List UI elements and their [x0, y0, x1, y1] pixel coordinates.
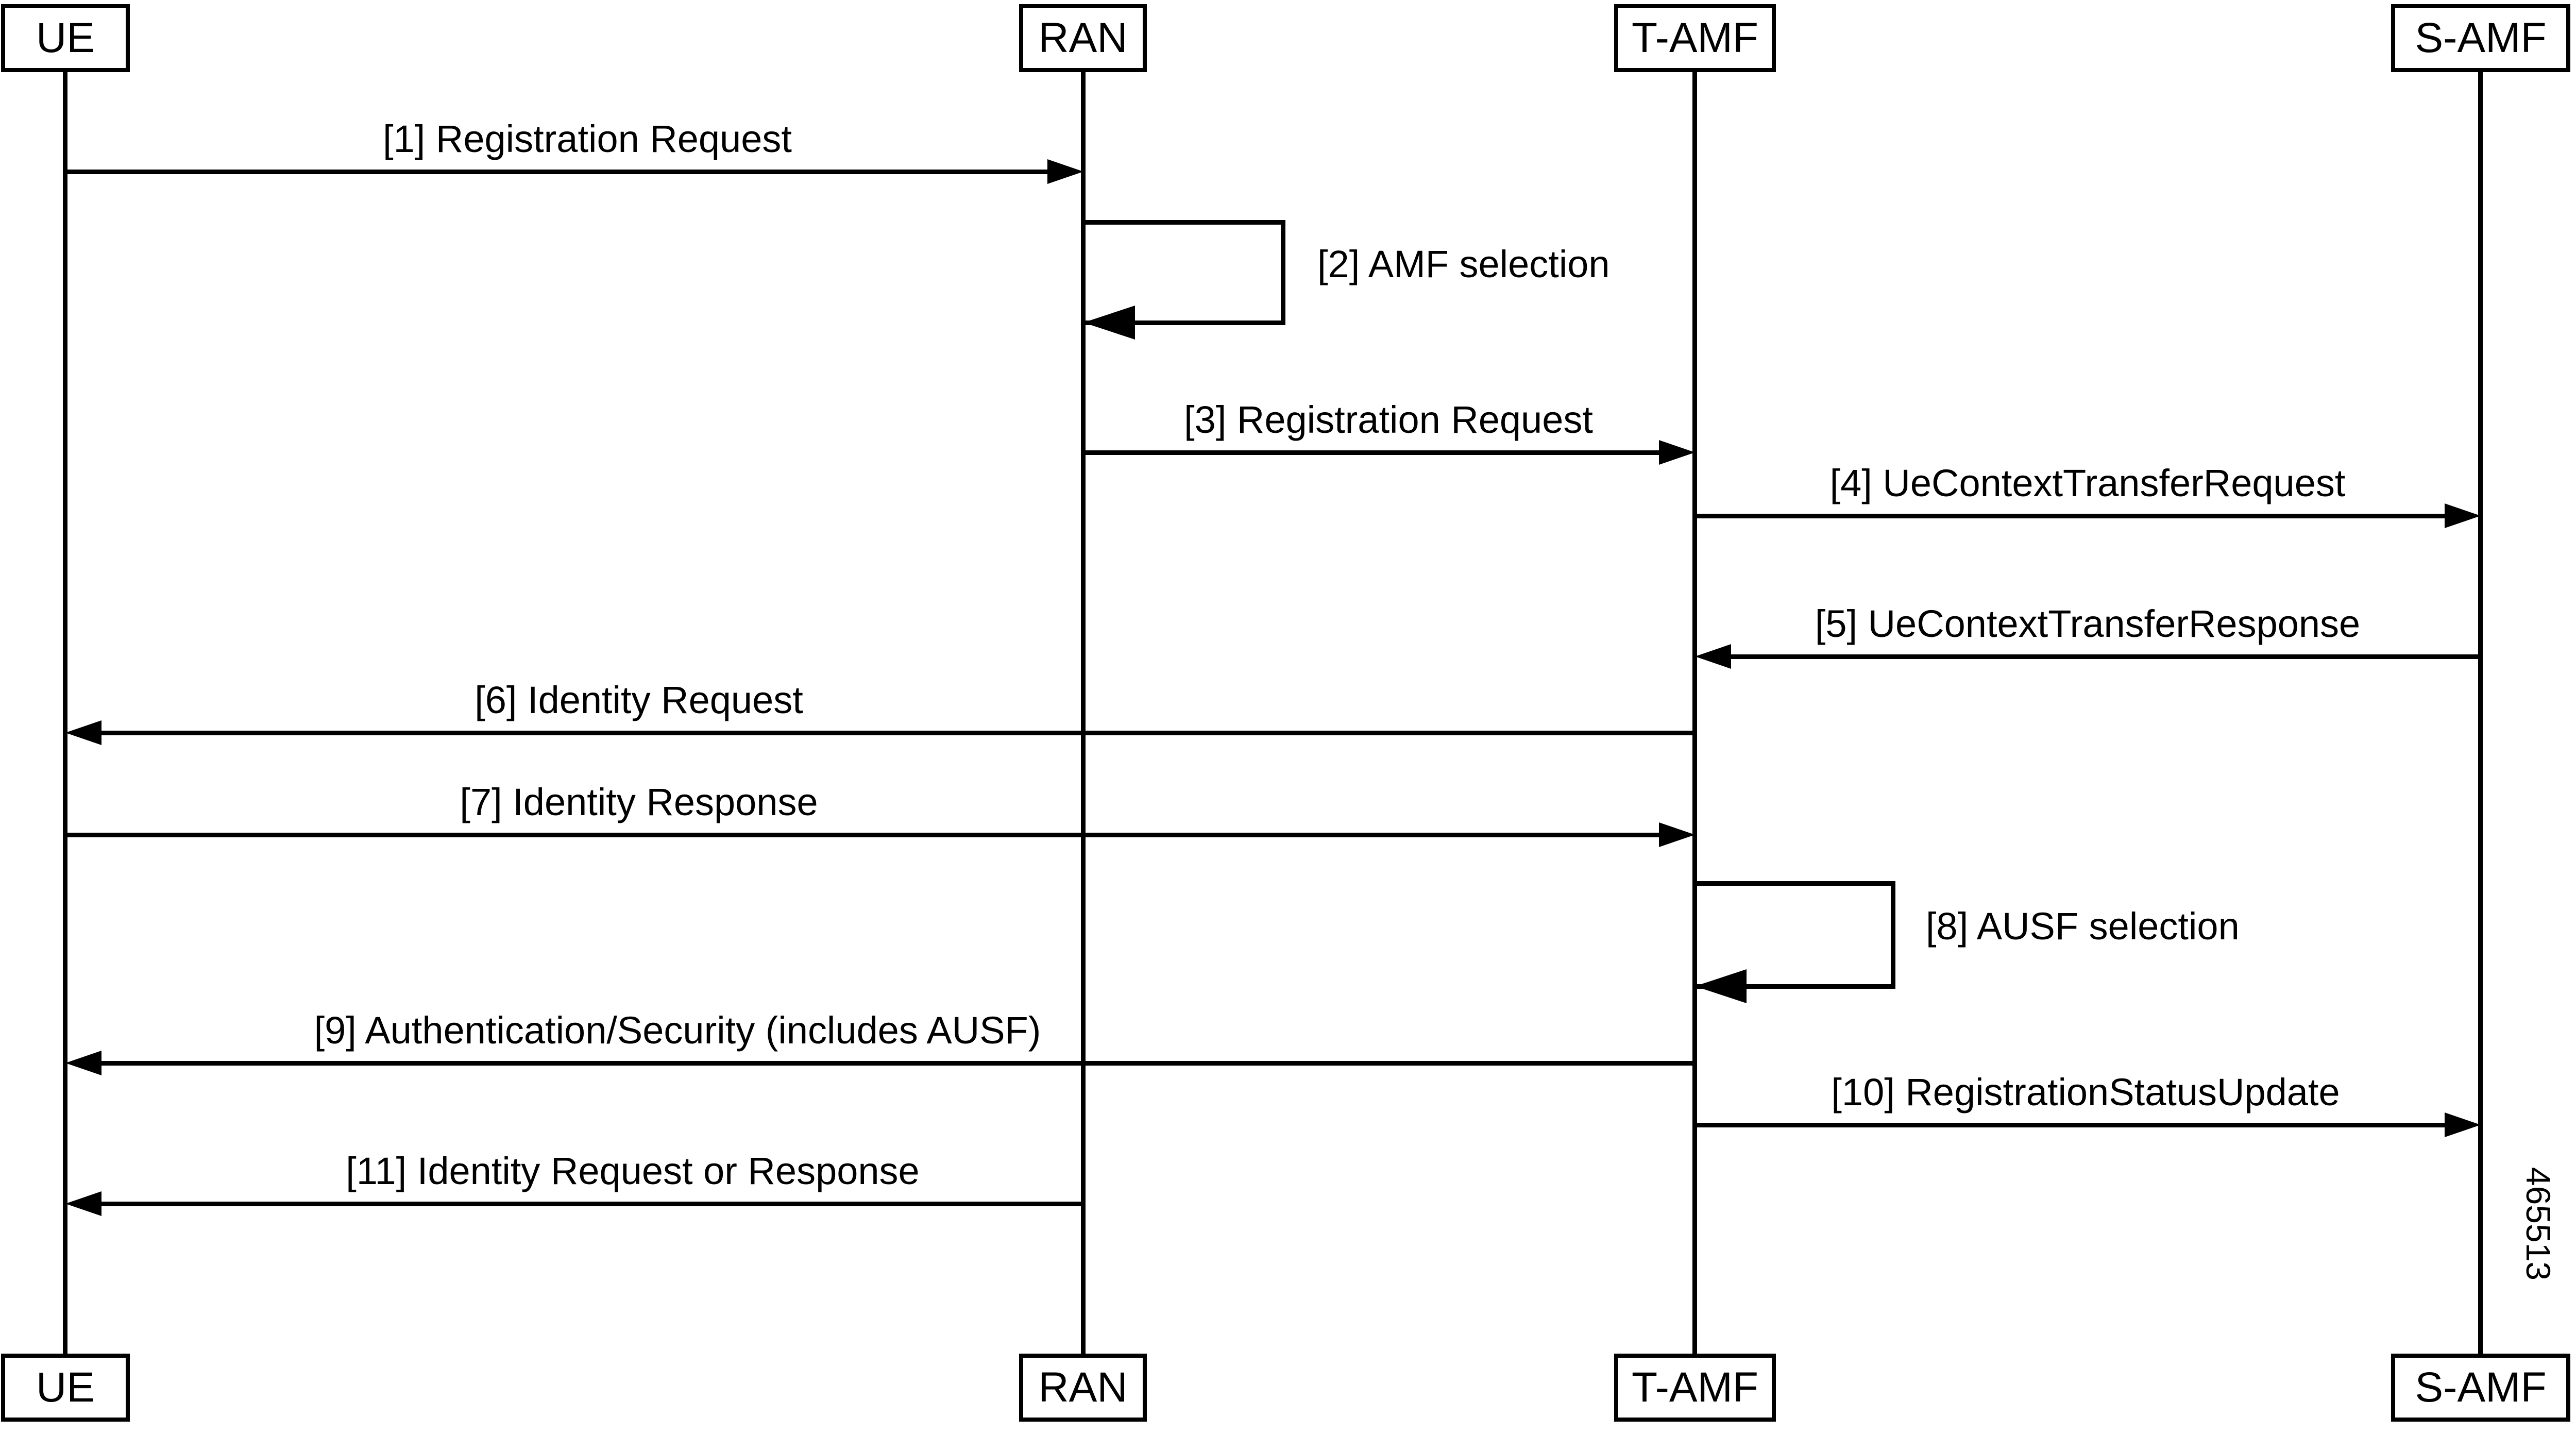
message-1-label: [1] Registration Request	[383, 117, 792, 160]
message-3-arrow	[1083, 440, 1695, 465]
message-6-arrow	[65, 720, 1695, 745]
arrowhead-right-icon	[1047, 159, 1083, 184]
actor-box-ue-top: UE	[1, 4, 130, 72]
arrowhead-left-icon	[1695, 969, 1747, 1003]
message-4-arrow	[1695, 503, 2481, 528]
actor-box-s-amf-bottom: S-AMF	[2391, 1354, 2570, 1422]
lifeline-s-amf	[2478, 72, 2483, 1354]
arrowhead-right-icon	[1659, 822, 1695, 847]
arrow-shaft	[1083, 450, 1680, 455]
actor-label-s-amf: S-AMF	[2415, 14, 2547, 61]
message-8-self-loop	[1695, 881, 1895, 989]
arrow-shaft	[81, 1061, 1695, 1066]
arrow-shaft	[1695, 514, 2465, 518]
message-6-label: [6] Identity Request	[474, 679, 803, 721]
arrowhead-right-icon	[2445, 503, 2481, 528]
actor-box-ue-bottom: UE	[1, 1354, 130, 1422]
lifeline-t-amf	[1692, 72, 1697, 1354]
message-7-arrow	[65, 822, 1695, 847]
figure-number: 465513	[2519, 1167, 2557, 1281]
message-2-label: [2] AMF selection	[1317, 243, 1610, 285]
actor-label-ran: RAN	[1038, 1364, 1128, 1411]
actor-label-ue: UE	[36, 1364, 95, 1411]
actor-label-t-amf: T-AMF	[1632, 14, 1758, 61]
arrow-shaft	[65, 833, 1680, 837]
message-5-label: [5] UeContextTransferResponse	[1815, 602, 2361, 645]
arrow-shaft	[81, 1202, 1083, 1206]
arrowhead-right-icon	[2445, 1112, 2481, 1137]
lifeline-ran	[1081, 72, 1086, 1354]
arrowhead-left-icon	[1083, 306, 1135, 340]
arrow-shaft	[1695, 1123, 2465, 1127]
actor-box-ran-bottom: RAN	[1019, 1354, 1147, 1422]
actor-box-ran-top: RAN	[1019, 4, 1147, 72]
message-1-arrow	[65, 159, 1083, 184]
message-10-arrow	[1695, 1112, 2481, 1137]
actor-box-t-amf-top: T-AMF	[1614, 4, 1776, 72]
actor-label-ue: UE	[36, 14, 95, 61]
message-10-label: [10] RegistrationStatusUpdate	[1831, 1071, 2340, 1114]
message-4-label: [4] UeContextTransferRequest	[1829, 462, 2346, 504]
arrowhead-right-icon	[1659, 440, 1695, 465]
arrow-shaft	[81, 731, 1695, 735]
message-3-label: [3] Registration Request	[1184, 398, 1593, 441]
arrowhead-left-icon	[65, 1191, 101, 1216]
message-2-self-loop	[1083, 220, 1285, 325]
message-5-arrow	[1695, 644, 2481, 669]
arrow-shaft	[65, 170, 1068, 174]
arrowhead-left-icon	[1695, 644, 1731, 669]
message-11-label: [11] Identity Request or Response	[346, 1150, 920, 1192]
arrow-shaft	[1710, 654, 2481, 659]
lifeline-ue	[63, 72, 67, 1354]
message-9-arrow	[65, 1051, 1695, 1075]
actor-label-s-amf: S-AMF	[2415, 1364, 2547, 1411]
actor-label-ran: RAN	[1038, 14, 1128, 61]
message-7-label: [7] Identity Response	[460, 781, 818, 823]
arrowhead-left-icon	[65, 1051, 101, 1075]
message-8-label: [8] AUSF selection	[1926, 905, 2240, 948]
actor-label-t-amf: T-AMF	[1632, 1364, 1758, 1411]
arrowhead-left-icon	[65, 720, 101, 745]
message-11-arrow	[65, 1191, 1083, 1216]
actor-box-s-amf-top: S-AMF	[2391, 4, 2570, 72]
message-9-label: [9] Authentication/Security (includes AU…	[314, 1009, 1041, 1052]
actor-box-t-amf-bottom: T-AMF	[1614, 1354, 1776, 1422]
